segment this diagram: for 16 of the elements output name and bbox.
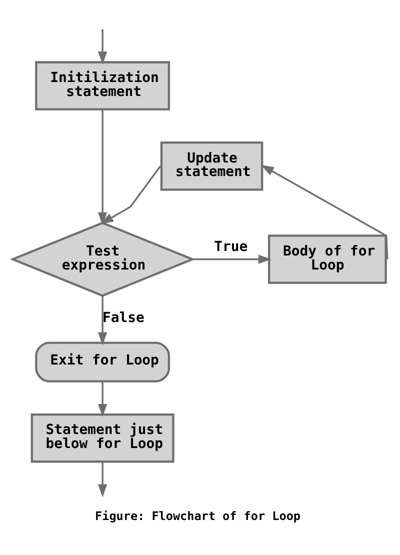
arrow	[98, 461, 108, 497]
node-box: Statement just below for Loop	[30, 412, 174, 462]
edge-label: False	[102, 309, 144, 326]
node-box: Update statement	[160, 140, 264, 190]
node-box: Initilization statement	[35, 60, 170, 110]
arrow	[98, 380, 108, 417]
node-box: Exit for Loop	[35, 341, 170, 382]
arrow	[98, 28, 108, 64]
node-box: Body of for Loop	[268, 234, 387, 284]
arrow	[260, 164, 388, 259]
node-diamond: Test expression	[10, 221, 196, 296]
arrow	[192, 254, 272, 264]
arrow	[98, 109, 108, 225]
edge-label: True	[214, 238, 248, 255]
caption: Figure: Flowchart of for Loop	[95, 508, 300, 523]
arrow	[98, 295, 108, 345]
